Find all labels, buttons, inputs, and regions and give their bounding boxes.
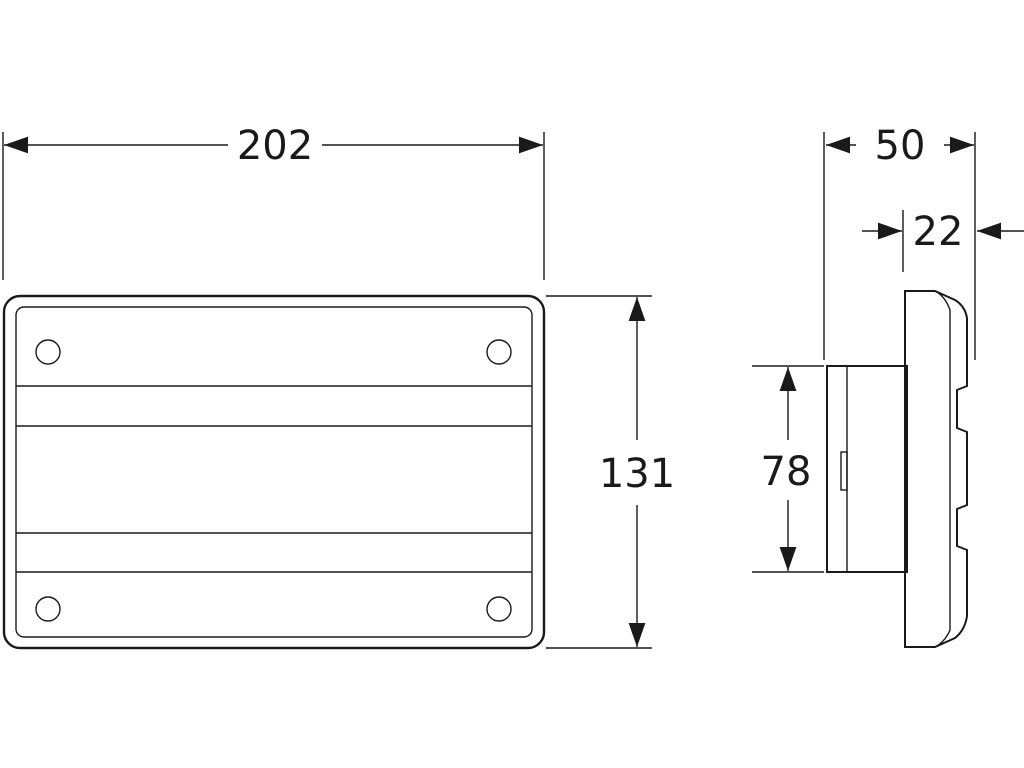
side-view	[826, 290, 968, 648]
screw-hole-bottom-left	[35, 596, 61, 622]
dimension-height: 131	[546, 295, 675, 649]
front-inner-panel	[15, 306, 533, 638]
front-outer-frame	[2, 294, 546, 650]
side-body-box	[826, 365, 908, 573]
side-flange-profile	[904, 290, 968, 648]
height-label: 131	[599, 451, 675, 497]
dimension-body-height: 78	[752, 365, 824, 573]
dimension-depth-flange: 22	[862, 209, 1024, 272]
dimension-depth-total: 50	[823, 123, 976, 360]
depth-total-label: 50	[875, 123, 926, 169]
body-height-label: 78	[761, 449, 812, 495]
front-view	[2, 294, 546, 650]
screw-hole-top-right	[486, 339, 512, 365]
width-label: 202	[237, 123, 313, 169]
screw-hole-top-left	[35, 339, 61, 365]
depth-flange-label: 22	[913, 209, 964, 255]
dimension-width: 202	[2, 123, 545, 280]
screw-hole-bottom-right	[486, 596, 512, 622]
